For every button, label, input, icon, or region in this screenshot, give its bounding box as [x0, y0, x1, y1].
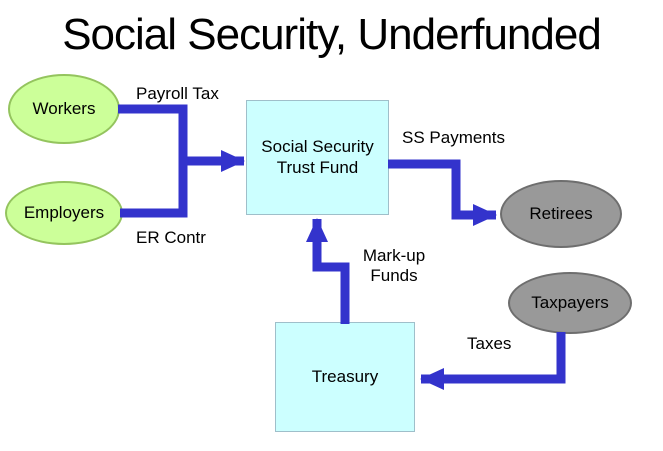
arrow-ss-payments [388, 159, 497, 226]
edge-label-er-contr: ER Contr [136, 228, 206, 247]
node-employers-label: Employers [23, 202, 105, 222]
node-taxpayers-label: Taxpayers [531, 292, 609, 312]
node-treasury: Treasury [275, 322, 415, 432]
edge-label-payroll-tax: Payroll Tax [136, 84, 219, 103]
node-taxpayers: Taxpayers [508, 272, 632, 334]
diagram-title: Social Security, Underfunded [62, 10, 602, 59]
node-workers: Workers [8, 74, 120, 144]
arrow-er-contr [120, 161, 188, 218]
edge-label-ss-payments: SS Payments [402, 128, 505, 147]
arrow-payroll-tax [118, 104, 188, 161]
node-employers: Employers [5, 181, 123, 245]
node-trust-fund-label: Social Security Trust Fund [261, 136, 374, 177]
node-treasury-label: Treasury [311, 366, 379, 386]
node-workers-label: Workers [32, 98, 96, 118]
node-trust-fund: Social Security Trust Fund [246, 100, 389, 215]
node-retirees-label: Retirees [529, 203, 593, 223]
node-retirees: Retirees [500, 180, 622, 248]
edge-label-markup-funds: Mark-up Funds [362, 246, 426, 285]
edge-label-taxes: Taxes [467, 334, 512, 353]
arrow-markup-funds [306, 218, 350, 324]
